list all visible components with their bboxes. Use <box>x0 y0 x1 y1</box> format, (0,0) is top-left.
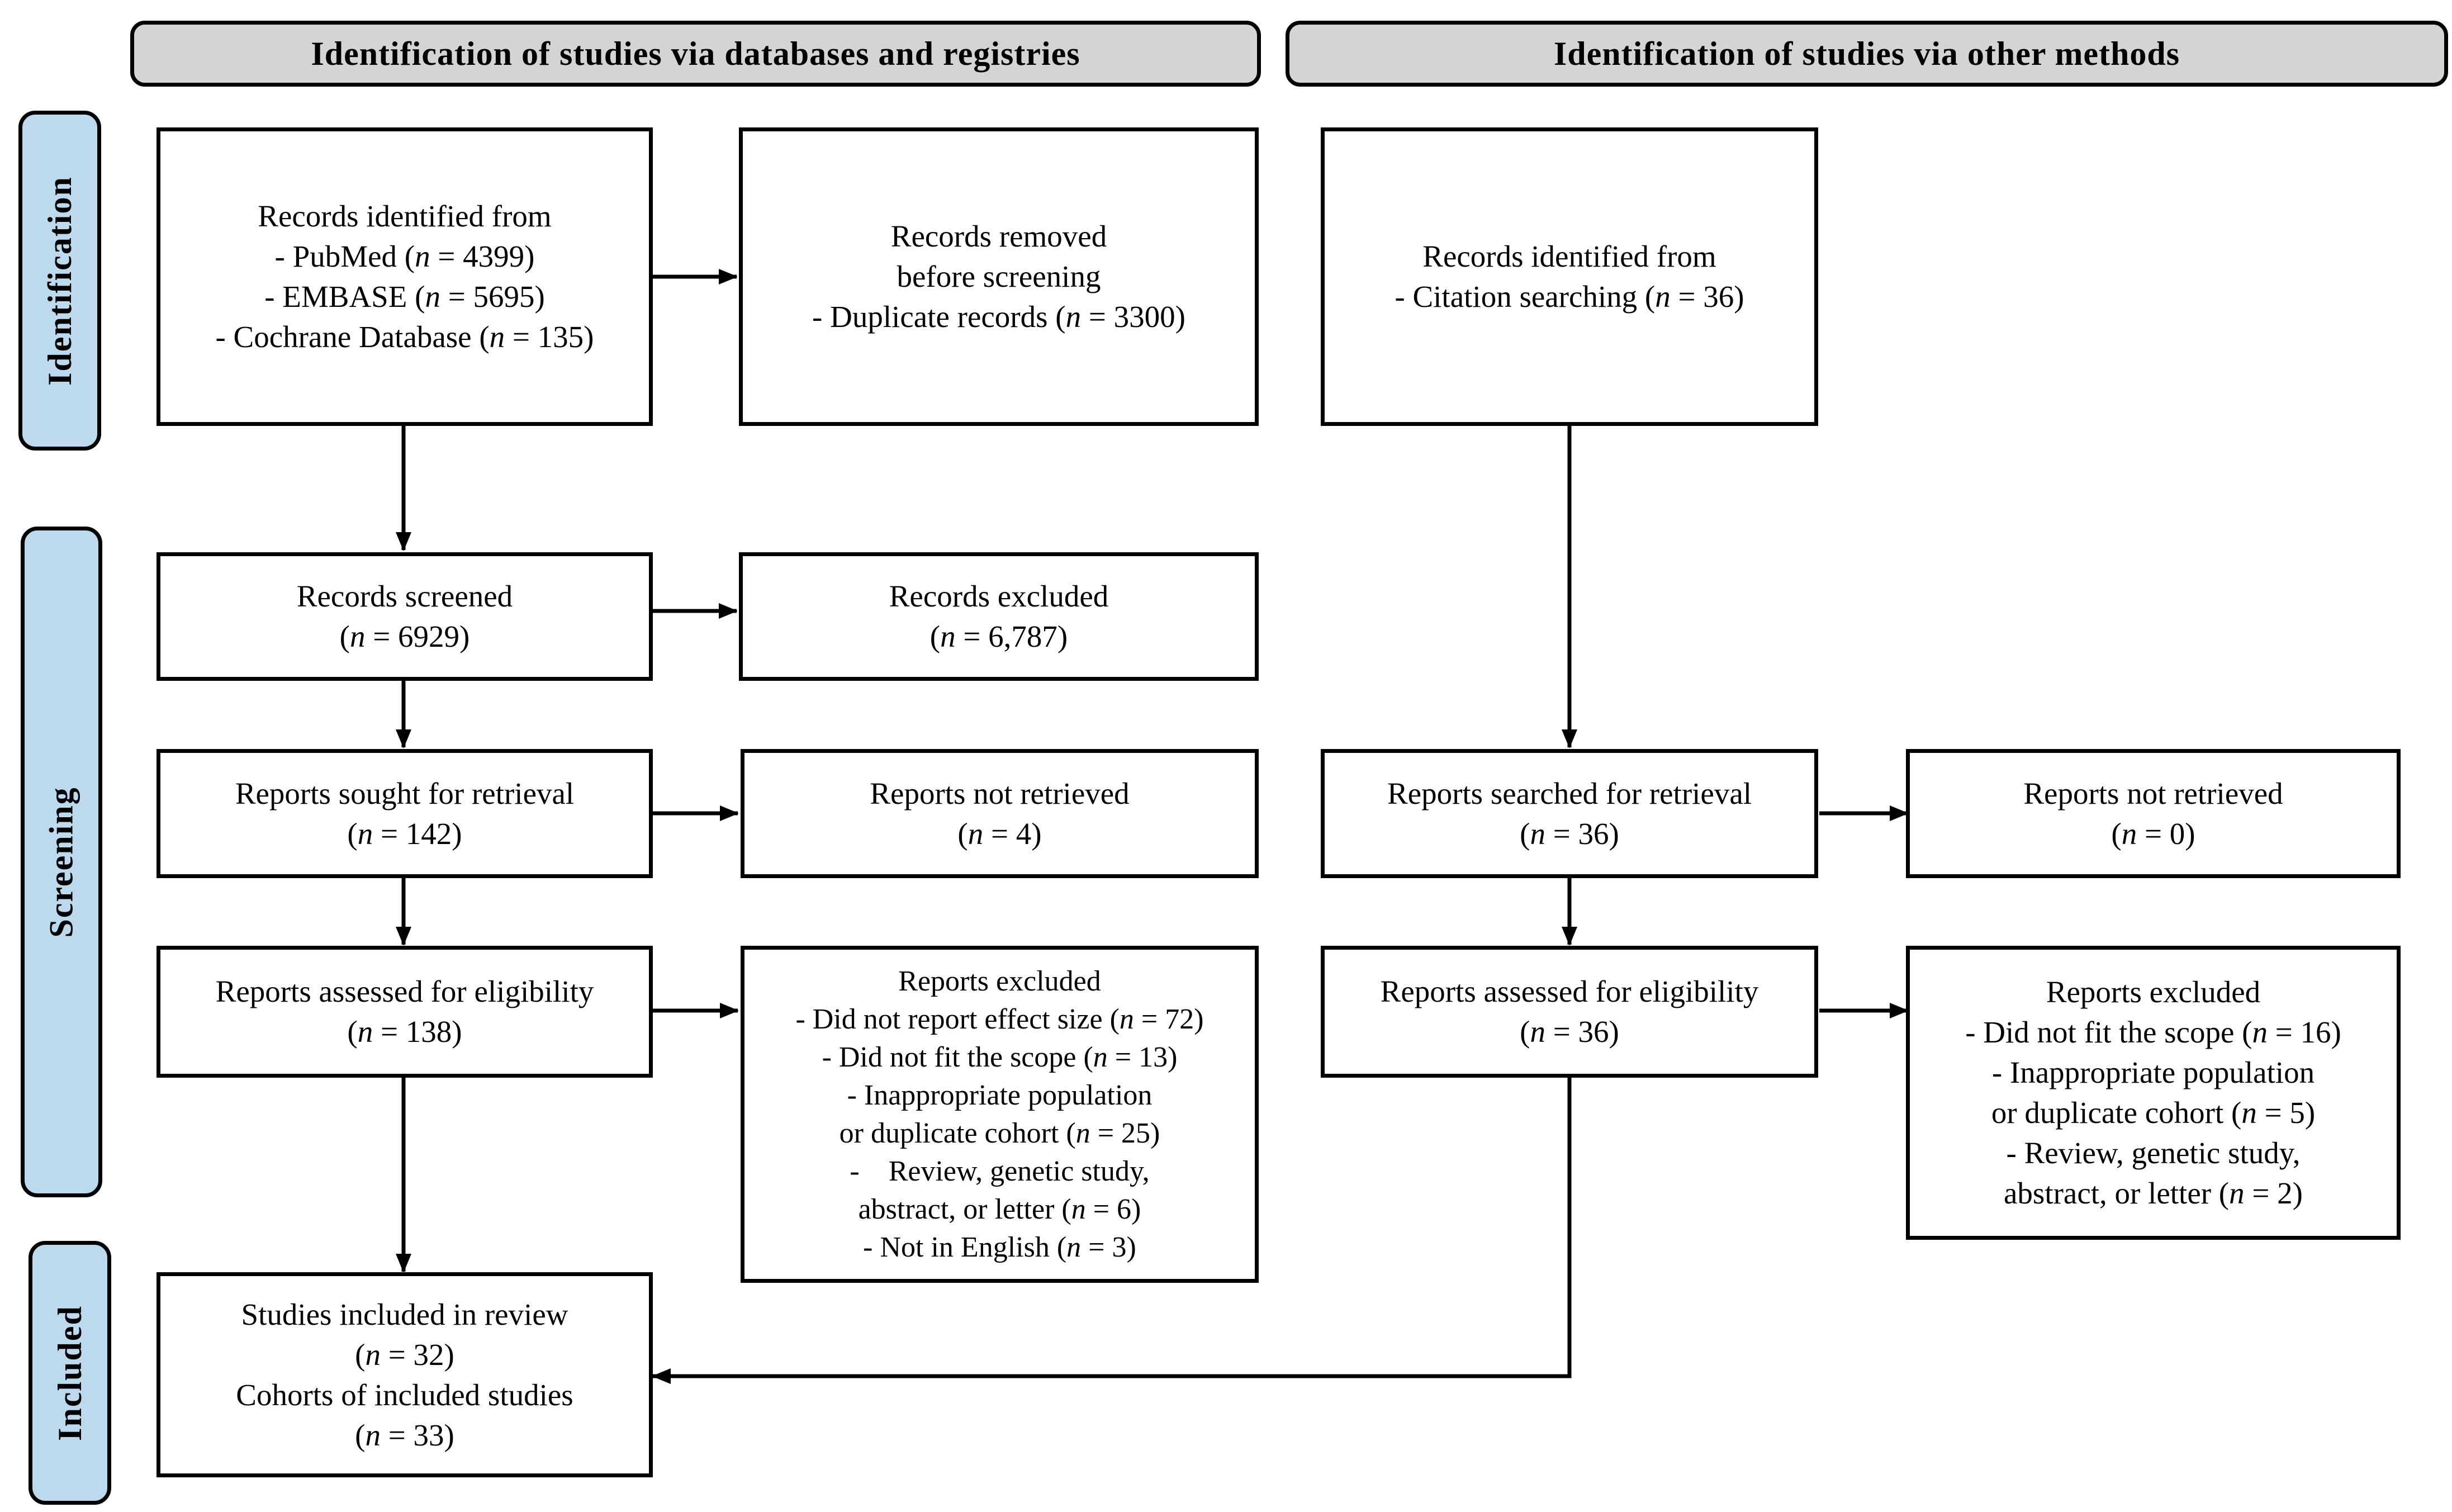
included-count1: (n = 32) <box>355 1337 454 1372</box>
box-reports-assessed-databases: Reports assessed for eligibility (n = 13… <box>156 946 653 1078</box>
excluded-db-line: - Did not report effect size (n = 72) <box>795 1003 1204 1035</box>
box-studies-included: Studies included in review (n = 32) Coho… <box>156 1272 653 1477</box>
assessed-other-title: Reports assessed for eligibility <box>1380 974 1759 1008</box>
box-reports-assessed-other: Reports assessed for eligibility (n = 36… <box>1321 946 1818 1078</box>
box-records-identified-databases: Records identified from - PubMed (n = 43… <box>156 127 653 426</box>
excluded-other-line: - Did not fit the scope (n = 16) <box>1965 1015 2341 1049</box>
phase-screening: Screening <box>21 527 102 1197</box>
records-excluded-title: Records excluded <box>889 579 1109 613</box>
sought-title: Reports sought for retrieval <box>235 776 575 810</box>
header-databases: Identification of studies via databases … <box>130 21 1261 87</box>
arrow-other-to-included <box>652 1074 1572 1384</box>
records-excluded-count: (n = 6,787) <box>929 619 1068 653</box>
included-count2: (n = 33) <box>355 1418 454 1452</box>
box-reports-sought: Reports sought for retrieval (n = 142) <box>156 749 653 878</box>
assessed-db-count: (n = 138) <box>347 1015 462 1049</box>
excluded-db-line: abstract, or letter (n = 6) <box>858 1193 1141 1225</box>
not-retrieved-db-count: (n = 4) <box>957 816 1042 851</box>
phase-identification-label: Identification <box>41 176 78 386</box>
removed-duplicates: - Duplicate records (n = 3300) <box>812 300 1185 334</box>
phase-included-label: Included <box>51 1305 88 1441</box>
header-other-methods: Identification of studies via other meth… <box>1286 21 2448 87</box>
box-reports-not-retrieved-databases: Reports not retrieved (n = 4) <box>741 749 1259 878</box>
db-identified-item-embase: - EMBASE (n = 5695) <box>264 279 545 314</box>
phase-screening-label: Screening <box>42 786 80 938</box>
header-other-methods-label: Identification of studies via other meth… <box>1553 35 2180 72</box>
db-identified-item-cochrane: - Cochrane Database (n = 135) <box>215 320 594 354</box>
not-retrieved-db-title: Reports not retrieved <box>870 776 1130 810</box>
assessed-other-count: (n = 36) <box>1520 1015 1619 1049</box>
excluded-other-line: - Inappropriate population <box>1991 1055 2315 1089</box>
removed-line1: Records removed <box>890 219 1107 253</box>
excluded-db-line: - Inappropriate population <box>847 1079 1153 1111</box>
excluded-other-line: abstract, or letter (n = 2) <box>2004 1176 2303 1210</box>
other-identified-citation: - Citation searching (n = 36) <box>1395 279 1744 314</box>
excluded-other-title: Reports excluded <box>2046 975 2261 1009</box>
searched-other-title: Reports searched for retrieval <box>1387 776 1752 810</box>
removed-line2: before screening <box>897 259 1101 293</box>
screened-count: (n = 6929) <box>339 619 470 653</box>
db-identified-title: Records identified from <box>258 199 552 233</box>
searched-other-count: (n = 36) <box>1520 816 1619 851</box>
included-line3: Cohorts of included studies <box>236 1377 573 1412</box>
db-identified-item-pubmed: - PubMed (n = 4399) <box>274 239 535 273</box>
excluded-db-line: - Not in English (n = 3) <box>863 1231 1136 1263</box>
included-line1: Studies included in review <box>241 1297 568 1331</box>
box-records-removed: Records removed before screening - Dupli… <box>739 127 1259 426</box>
box-reports-excluded-other: Reports excluded - Did not fit the scope… <box>1906 946 2401 1240</box>
excluded-db-line: - Did not fit the scope (n = 13) <box>822 1041 1178 1073</box>
box-reports-excluded-databases: Reports excluded - Did not report effect… <box>741 946 1259 1283</box>
not-retrieved-other-count: (n = 0) <box>2111 816 2195 851</box>
box-reports-not-retrieved-other: Reports not retrieved (n = 0) <box>1906 749 2401 878</box>
header-databases-label: Identification of studies via databases … <box>311 35 1080 72</box>
box-records-excluded: Records excluded (n = 6,787) <box>739 552 1259 681</box>
assessed-db-title: Reports assessed for eligibility <box>215 974 594 1008</box>
phase-included: Included <box>29 1241 111 1505</box>
excluded-other-line: - Review, genetic study, <box>2006 1136 2301 1170</box>
excluded-db-line: - Review, genetic study, <box>850 1155 1150 1187</box>
screened-title: Records screened <box>296 579 513 613</box>
excluded-db-title: Reports excluded <box>898 965 1101 997</box>
box-records-identified-other: Records identified from - Citation searc… <box>1321 127 1818 426</box>
excluded-other-line: or duplicate cohort (n = 5) <box>1991 1096 2316 1130</box>
not-retrieved-other-title: Reports not retrieved <box>2023 776 2283 810</box>
excluded-db-line: or duplicate cohort (n = 25) <box>839 1117 1160 1149</box>
box-reports-searched-other: Reports searched for retrieval (n = 36) <box>1321 749 1818 878</box>
sought-count: (n = 142) <box>347 816 462 851</box>
phase-identification: Identification <box>18 111 101 451</box>
other-identified-title: Records identified from <box>1422 239 1716 273</box>
box-records-screened: Records screened (n = 6929) <box>156 552 653 681</box>
